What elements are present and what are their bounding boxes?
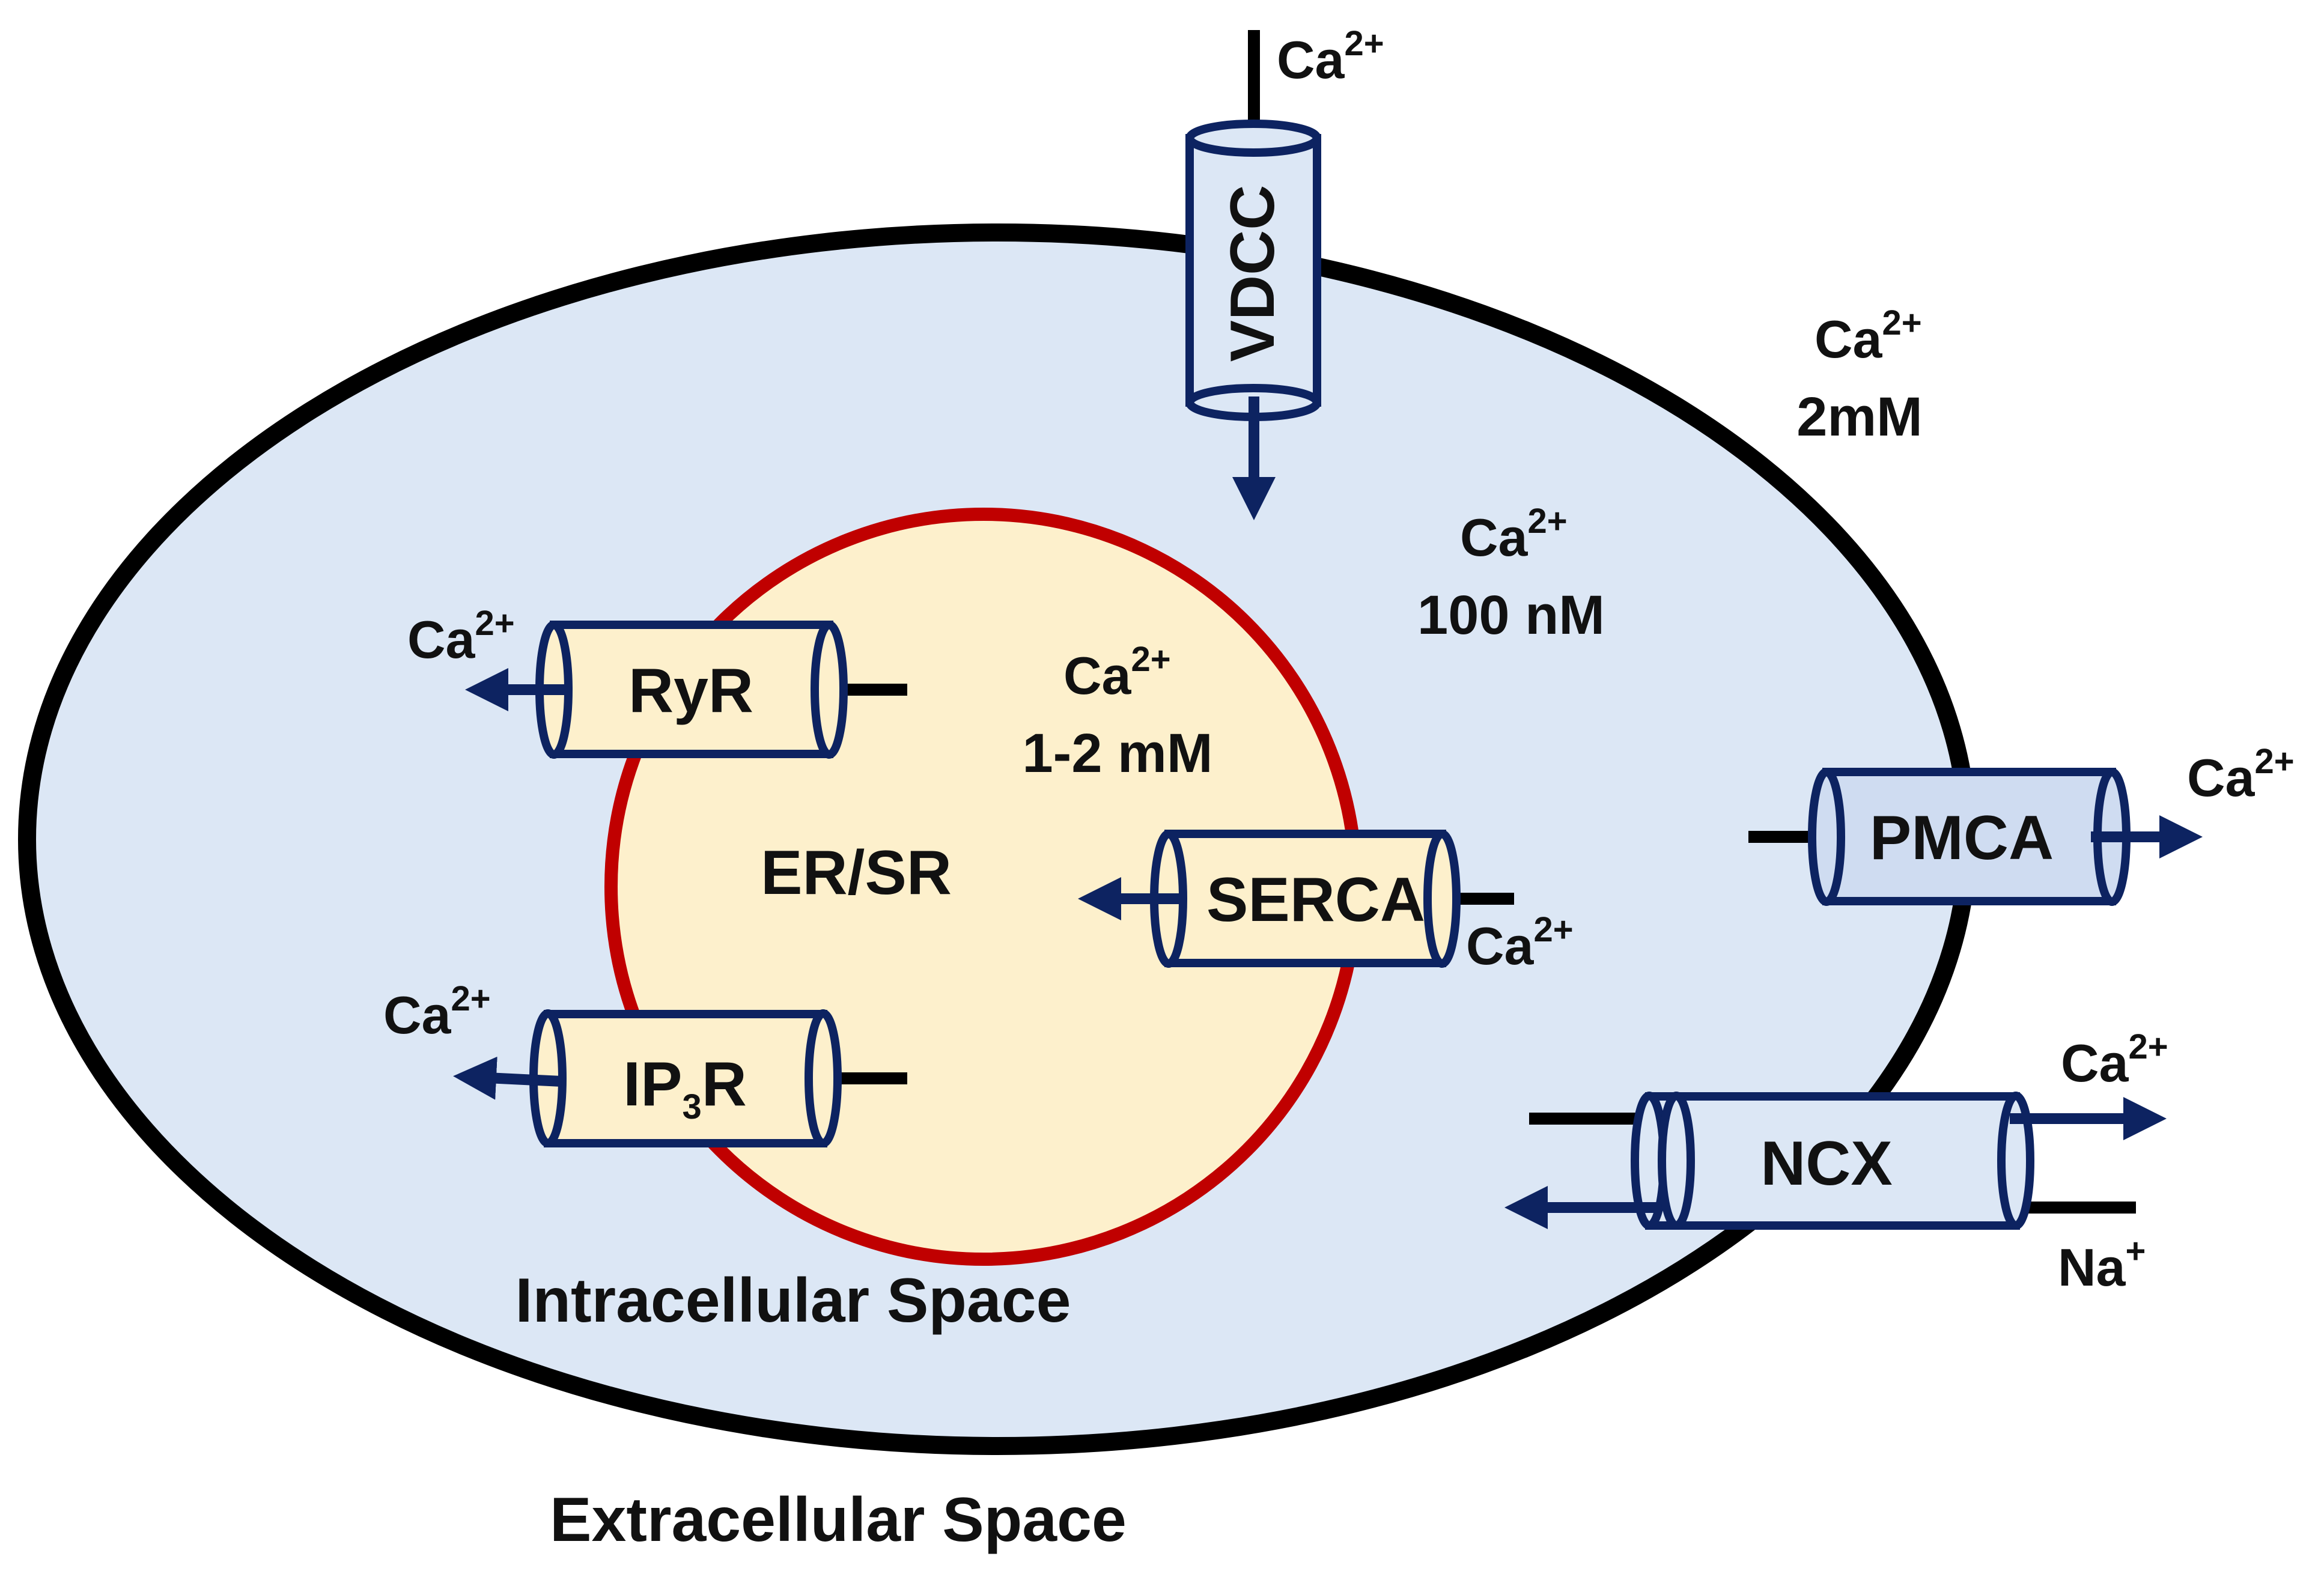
cytosol-ca-label: Ca2+ [1460,502,1568,567]
serca-pump [1078,830,1514,968]
vdcc-ca-label: Ca2+ [1277,24,1384,90]
ip3r-label: IP3R [623,1050,747,1126]
extracellular-space-label: Extracellular Space [550,1485,1127,1555]
vdcc-label: VDCC [1218,185,1288,362]
extracellular-ca-label: Ca2+ [1814,303,1922,369]
pmca-pump [1748,768,2203,906]
er-ca-concentration: 1-2 mM [1023,723,1213,784]
ncx-exchanger [1504,1092,2167,1230]
er-ca-label: Ca2+ [1063,640,1171,705]
extracellular-ca-concentration: 2mM [1796,386,1923,448]
ncx-label: NCX [1760,1129,1893,1199]
cytosol-ca-concentration: 100 nM [1417,585,1605,646]
ryr-label: RyR [628,656,753,726]
serca-ca-label: Ca2+ [1466,910,1574,976]
ryr-channel [465,621,907,759]
vdcc-channel [1185,30,1321,520]
pmca-ca-label: Ca2+ [2187,742,2295,807]
ip3r-channel [453,1009,907,1147]
intracellular-space-label: Intracellular Space [516,1266,1071,1335]
er-sr-label: ER/SR [761,838,952,908]
ncx-ca-label: Ca2+ [2061,1027,2168,1093]
ip3r-release-arrow [453,1056,562,1100]
ryr-ca-label: Ca2+ [407,604,515,669]
serca-label: SERCA [1206,865,1425,935]
ncx-na-label: Na+ [2058,1232,2146,1297]
pmca-label: PMCA [1870,803,2054,873]
ip3r-ca-label: Ca2+ [383,979,491,1045]
